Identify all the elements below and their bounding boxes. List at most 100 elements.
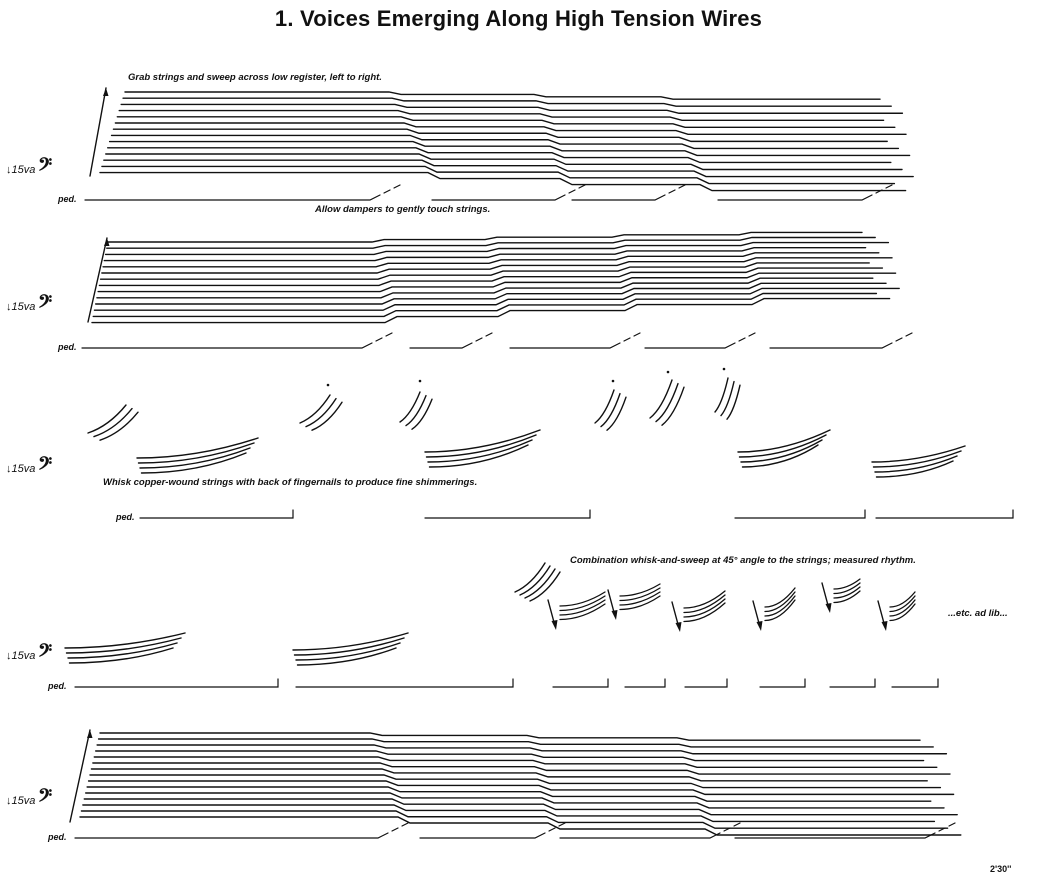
- whisk-curve: [833, 590, 861, 604]
- whisk-curve: [872, 450, 962, 468]
- whisk-curve: [619, 591, 661, 606]
- string-line: [108, 140, 911, 157]
- pedal-release-dash: [548, 822, 566, 832]
- whisk-arc: [655, 382, 679, 423]
- page-title: 1. Voices Emerging Along High Tension Wi…: [274, 6, 763, 31]
- pedal-line: [81, 342, 373, 349]
- whisk-arc: [87, 404, 127, 434]
- instruction-sweep: Grab strings and sweep across low regist…: [128, 72, 382, 83]
- instruction-dampers: Allow dampers to gently touch strings.: [315, 204, 491, 215]
- whisk-curve: [292, 632, 409, 651]
- string-line: [87, 780, 955, 796]
- pedal-line: [74, 832, 389, 839]
- string-line: [101, 165, 896, 185]
- string-line: [96, 744, 948, 755]
- instruction-etc: ...etc. ad lib...: [948, 608, 1008, 619]
- pedal-line: [644, 342, 736, 349]
- whisk-curve: [64, 632, 186, 649]
- whisk-curve: [889, 599, 916, 617]
- pedal-release-dash: [623, 332, 641, 342]
- bass-clef-icon: 𝄢: [38, 453, 53, 479]
- string-line: [89, 774, 942, 789]
- pedal-line: [717, 194, 873, 201]
- string-line: [114, 122, 907, 136]
- string-line: [102, 252, 880, 268]
- string-line: [101, 257, 893, 274]
- string-line: [95, 750, 925, 762]
- whisk-curve: [875, 460, 954, 478]
- string-line: [122, 97, 892, 107]
- whisk-curve: [295, 642, 401, 661]
- arrowhead-icon: [551, 620, 558, 630]
- pedal-line: [431, 194, 566, 201]
- arrowhead-icon: [611, 610, 618, 620]
- whisk-curve: [683, 598, 726, 618]
- string-line: [80, 810, 949, 829]
- arrowhead-icon: [103, 88, 109, 96]
- string-line: [92, 762, 951, 775]
- arrowhead-icon: [825, 603, 832, 613]
- whisk-arc: [405, 394, 427, 427]
- pedal-release-dash: [723, 822, 741, 832]
- whisk-arc: [600, 392, 621, 428]
- whisk-curve: [139, 447, 251, 469]
- whisk-arc: [399, 391, 421, 423]
- pedal-label: ped.: [116, 512, 135, 522]
- arrowhead-icon: [104, 238, 110, 246]
- whisk-curve: [559, 595, 606, 612]
- pedal-line: [571, 194, 666, 201]
- whisk-arc: [720, 380, 735, 417]
- whisk-arc: [726, 384, 741, 420]
- whisk-arc: [411, 398, 433, 430]
- pedal-release-dash: [391, 822, 409, 832]
- string-line: [93, 287, 900, 311]
- whisk-curve: [296, 647, 397, 666]
- string-line: [82, 804, 936, 823]
- string-line: [83, 798, 958, 816]
- pedal-line: [419, 832, 546, 839]
- pedal-line: [409, 342, 473, 349]
- string-line: [104, 241, 890, 256]
- whisk-curve: [683, 602, 726, 623]
- whisk-curve: [874, 455, 958, 473]
- dot: [666, 370, 670, 374]
- whisk-curve: [619, 583, 661, 597]
- whisk-curve: [889, 603, 916, 622]
- pedal-line: [424, 509, 591, 519]
- pedal-label: ped.: [58, 194, 77, 204]
- instruction-whisk: Whisk copper-wound strings with back of …: [103, 477, 478, 488]
- string-line: [97, 272, 897, 293]
- string-line: [116, 116, 896, 129]
- string-line: [91, 297, 891, 324]
- arrowhead-icon: [87, 730, 93, 738]
- whisk-curve: [619, 595, 661, 611]
- whisk-curve: [68, 647, 174, 664]
- whisk-curve: [683, 590, 726, 609]
- pedal-release-dash: [568, 184, 586, 194]
- pedal-label: ped.: [48, 681, 67, 691]
- octave-marking-4: ↓15va: [6, 650, 36, 662]
- string-line: [107, 231, 863, 243]
- whisk-arc: [514, 562, 546, 593]
- string-line: [85, 792, 945, 809]
- sweep-arrow: [87, 237, 108, 323]
- string-line: [103, 159, 914, 178]
- whisk-curve: [140, 452, 247, 474]
- pedal-line: [74, 678, 279, 688]
- string-line: [93, 756, 938, 768]
- whisk-curve: [889, 595, 916, 613]
- whisk-curve: [764, 587, 796, 608]
- pedal-release-dash: [875, 184, 893, 194]
- whisk-arc: [299, 394, 331, 424]
- whisk-curve: [871, 445, 966, 463]
- whisk-curve: [833, 586, 861, 599]
- pedal-release-dash: [895, 332, 913, 342]
- whisk-curve: [425, 434, 537, 458]
- whisk-arc: [519, 565, 551, 596]
- pedal-line: [552, 678, 609, 688]
- whisk-arc: [311, 401, 343, 431]
- pedal-line: [875, 509, 1014, 519]
- whisk-arc: [594, 389, 615, 424]
- pedal-release-dash: [475, 332, 493, 342]
- pedal-line: [734, 832, 936, 839]
